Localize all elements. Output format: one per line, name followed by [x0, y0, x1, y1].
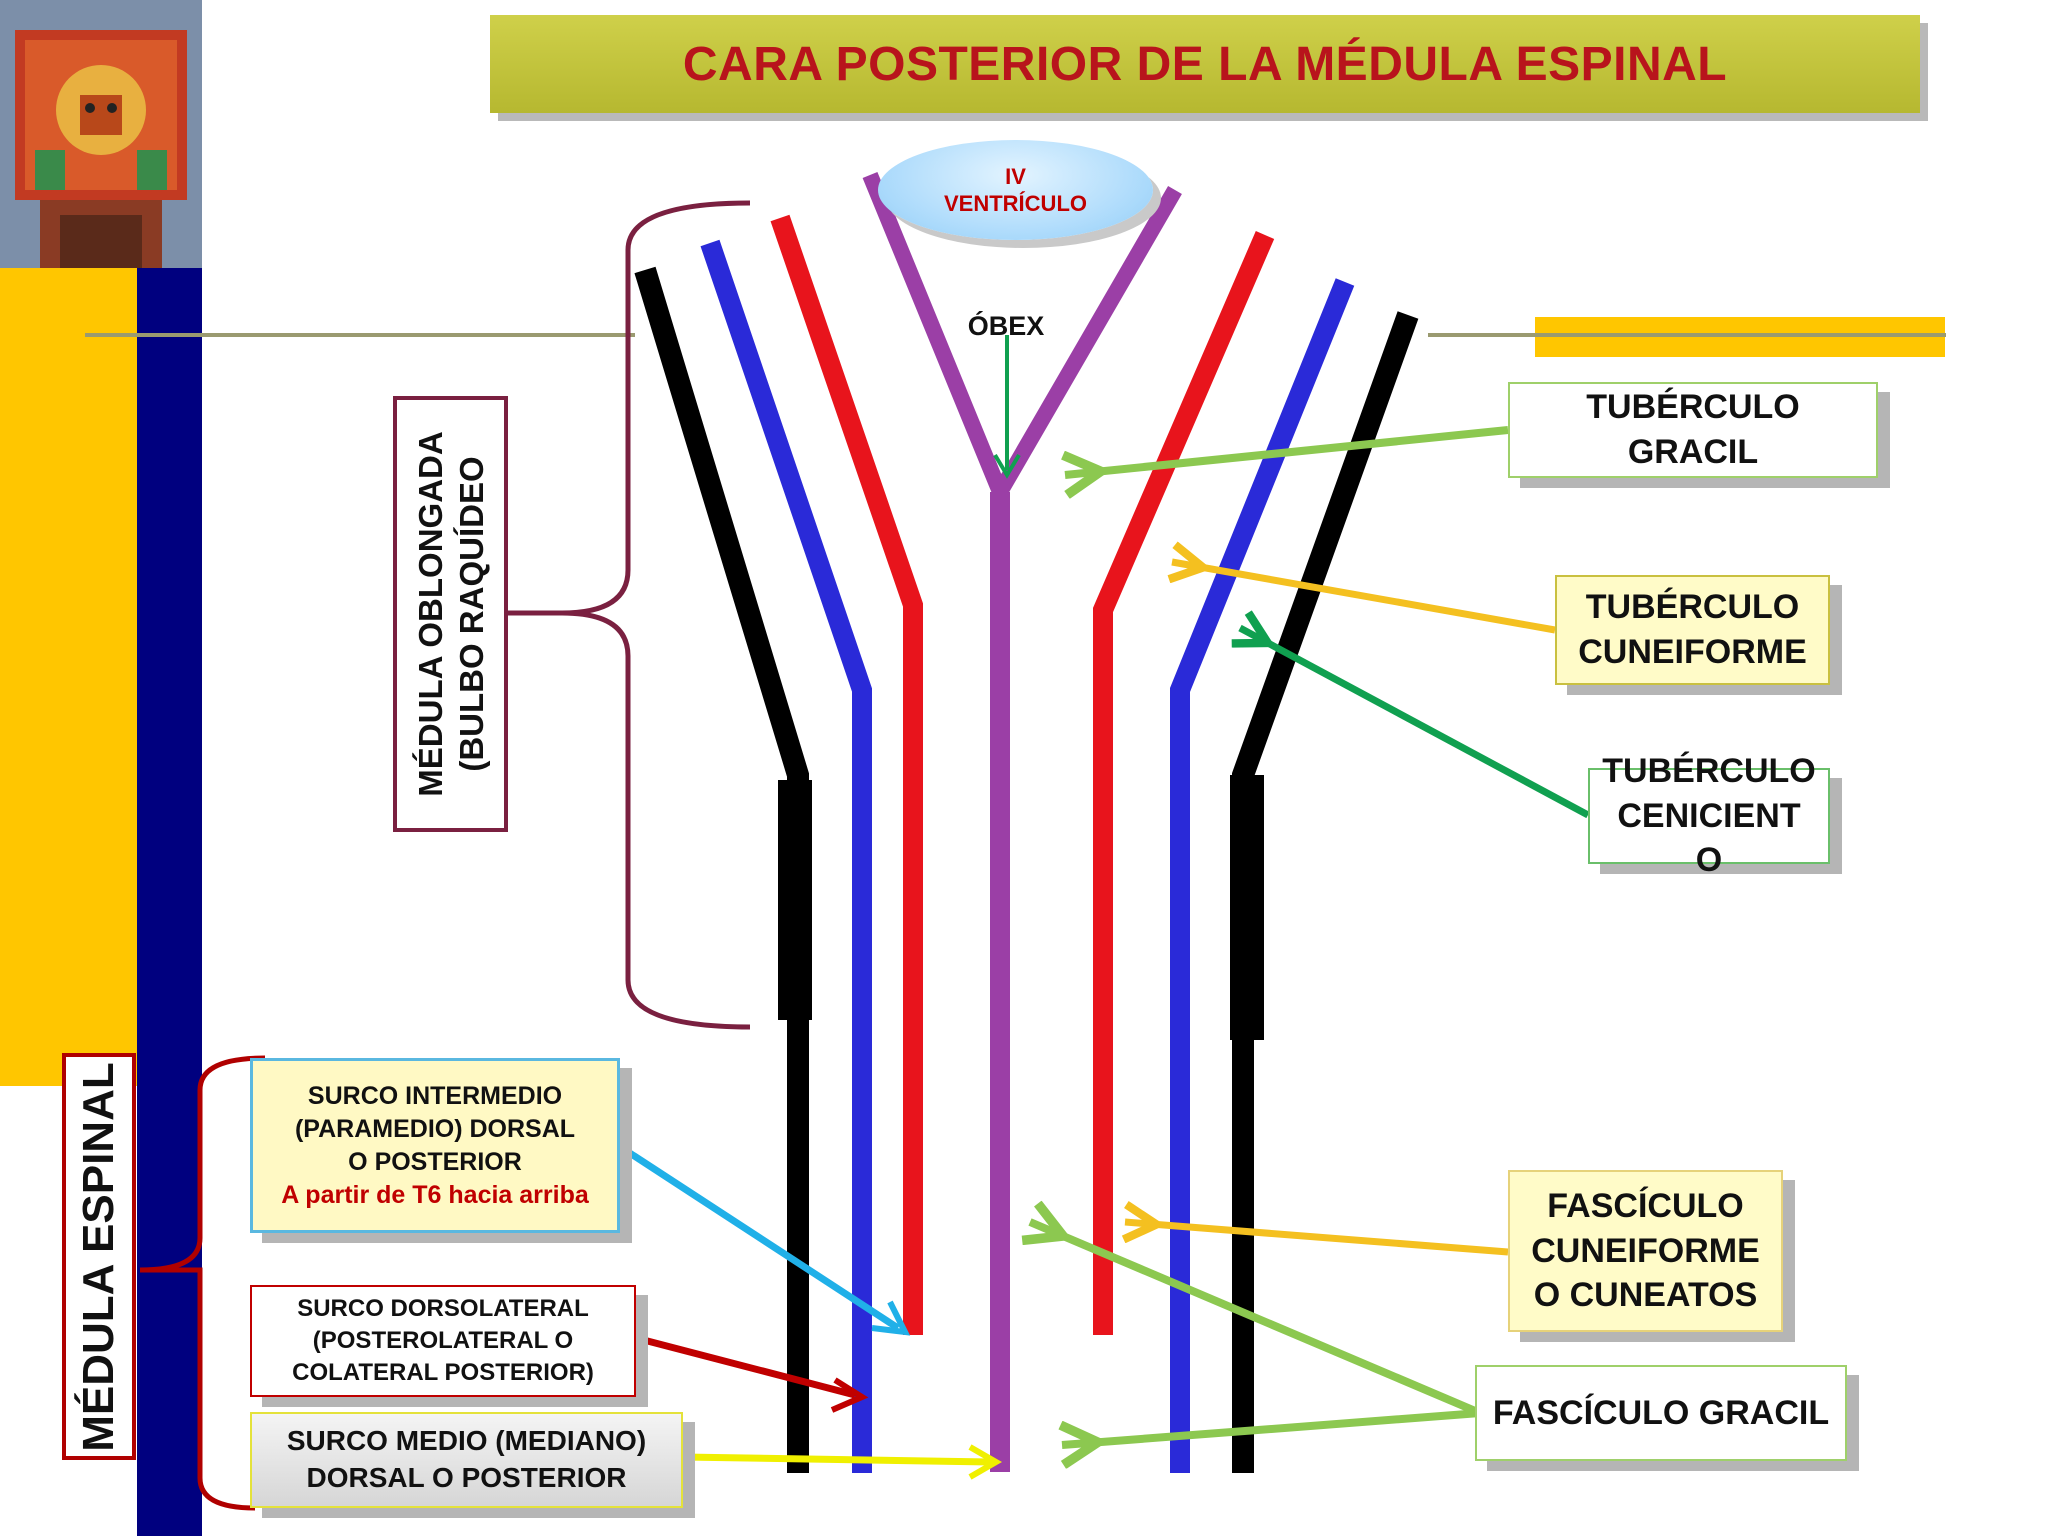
black-block-right — [1230, 775, 1264, 1040]
dorsolateral-line3: COLATERAL POSTERIOR) — [292, 1358, 594, 1386]
red-line-left — [770, 214, 923, 1335]
ventricle-line1: IV — [1005, 163, 1026, 189]
intermedio-note: A partir de T6 hacia arriba — [281, 1180, 589, 1209]
intermedio-arrow — [620, 1145, 900, 1331]
ceniciento-line2: CENICIENT — [1617, 796, 1801, 835]
espinal-brace — [139, 1055, 266, 1511]
gracile-fasciculus-box: FASCÍCULO GRACIL — [1475, 1365, 1847, 1461]
fcuneiforme-line3: O CUNEATOS — [1533, 1276, 1758, 1315]
fourth-ventricle-label: IV VENTRÍCULO — [878, 140, 1153, 240]
right-divider-line — [1428, 333, 1946, 337]
dorsolateral-sulcus-box: SURCO DORSOLATERAL (POSTEROLATERAL O COL… — [250, 1285, 636, 1397]
gracile-tubercle-box: TUBÉRCULO GRACIL — [1508, 382, 1878, 478]
university-mural-logo — [0, 0, 202, 268]
right-yellow-band — [1535, 317, 1945, 357]
medio-line2: DORSAL O POSTERIOR — [306, 1462, 627, 1493]
intermedio-line2: (PARAMEDIO) DORSAL — [294, 1114, 576, 1143]
ceniciento-line1: TUBÉRCULO — [1602, 751, 1816, 790]
red-line-right — [1093, 231, 1275, 1335]
cuneate-fasciculus-box: FASCÍCULO CUNEIFORME O CUNEATOS — [1508, 1170, 1783, 1332]
left-yellow-band — [0, 268, 137, 1086]
black-block-left — [778, 780, 812, 1020]
cuneate-tubercle-box: TUBÉRCULO CUNEIFORME — [1555, 575, 1830, 685]
mural-icon — [0, 0, 202, 268]
espinal-label: MÉDULA ESPINAL — [74, 1061, 123, 1452]
fasciculo-cuneiforme-arrow — [1125, 1222, 1509, 1256]
cuneiforme-line1: TUBÉRCULO — [1585, 588, 1800, 627]
ceniciento-line3: O — [1695, 841, 1723, 880]
blue-line-left — [700, 239, 872, 1473]
black-line-left — [634, 266, 809, 1473]
intermedio-line1: SURCO INTERMEDIO — [307, 1081, 563, 1110]
tuberculum-cinereum-box: TUBÉRCULO CENICIENT O — [1588, 752, 1830, 879]
oblongada-line1: MÉDULA OBLONGADA — [411, 431, 449, 797]
dorsolateral-arrow — [635, 1334, 856, 1399]
gracil-line2: GRACIL — [1627, 433, 1759, 471]
obex-label: ÓBEX — [967, 311, 1045, 341]
fcuneiforme-line1: FASCÍCULO — [1547, 1186, 1744, 1225]
dorsolateral-line2: (POSTEROLATERAL O — [312, 1327, 574, 1355]
intermediate-sulcus-box: SURCO INTERMEDIO (PARAMEDIO) DORSAL O PO… — [250, 1058, 620, 1233]
left-blue-band — [137, 268, 202, 1536]
gracil-arrow — [1065, 426, 1509, 475]
medio-line1: SURCO MEDIO (MEDIANO) — [286, 1425, 647, 1457]
oblongada-brace — [508, 200, 751, 1030]
gracil-line1: TUBÉRCULO — [1586, 388, 1800, 427]
fasciculo-gracil-arrow-upper — [1030, 1222, 1482, 1417]
cuneiforme-arrow — [1172, 562, 1556, 634]
ceniciento-arrow — [1240, 628, 1590, 819]
oblongada-line2: (BULBO RAQUÍDEO — [452, 456, 490, 772]
medio-arrow — [682, 1453, 991, 1466]
fcuneiforme-line2: CUNEIFORME — [1531, 1231, 1760, 1270]
left-divider-line — [85, 333, 635, 337]
oblongada-rotated-text: MÉDULA OBLONGADA (BULBO RAQUÍDEO — [409, 396, 492, 832]
median-sulcus-box: SURCO MEDIO (MEDIANO) DORSAL O POSTERIOR — [250, 1412, 683, 1508]
intermedio-line3: O POSTERIOR — [348, 1147, 522, 1176]
fasciculo-gracil-arrow-lower — [1062, 1409, 1481, 1445]
fgracil-label: FASCÍCULO GRACIL — [1492, 1393, 1830, 1432]
cuneiforme-line2: CUNEIFORME — [1578, 633, 1807, 671]
spinal-cord-box: MÉDULA ESPINAL — [62, 1053, 136, 1460]
ventricle-line2: VENTRÍCULO — [944, 191, 1087, 216]
title-banner: CARA POSTERIOR DE LA MÉDULA ESPINAL — [490, 15, 1920, 113]
dorsolateral-line1: SURCO DORSOLATERAL — [297, 1295, 589, 1323]
medulla-oblongata-box: MÉDULA OBLONGADA (BULBO RAQUÍDEO — [393, 396, 508, 832]
page-title: CARA POSTERIOR DE LA MÉDULA ESPINAL — [682, 37, 1728, 91]
blue-line-right — [1170, 278, 1355, 1473]
